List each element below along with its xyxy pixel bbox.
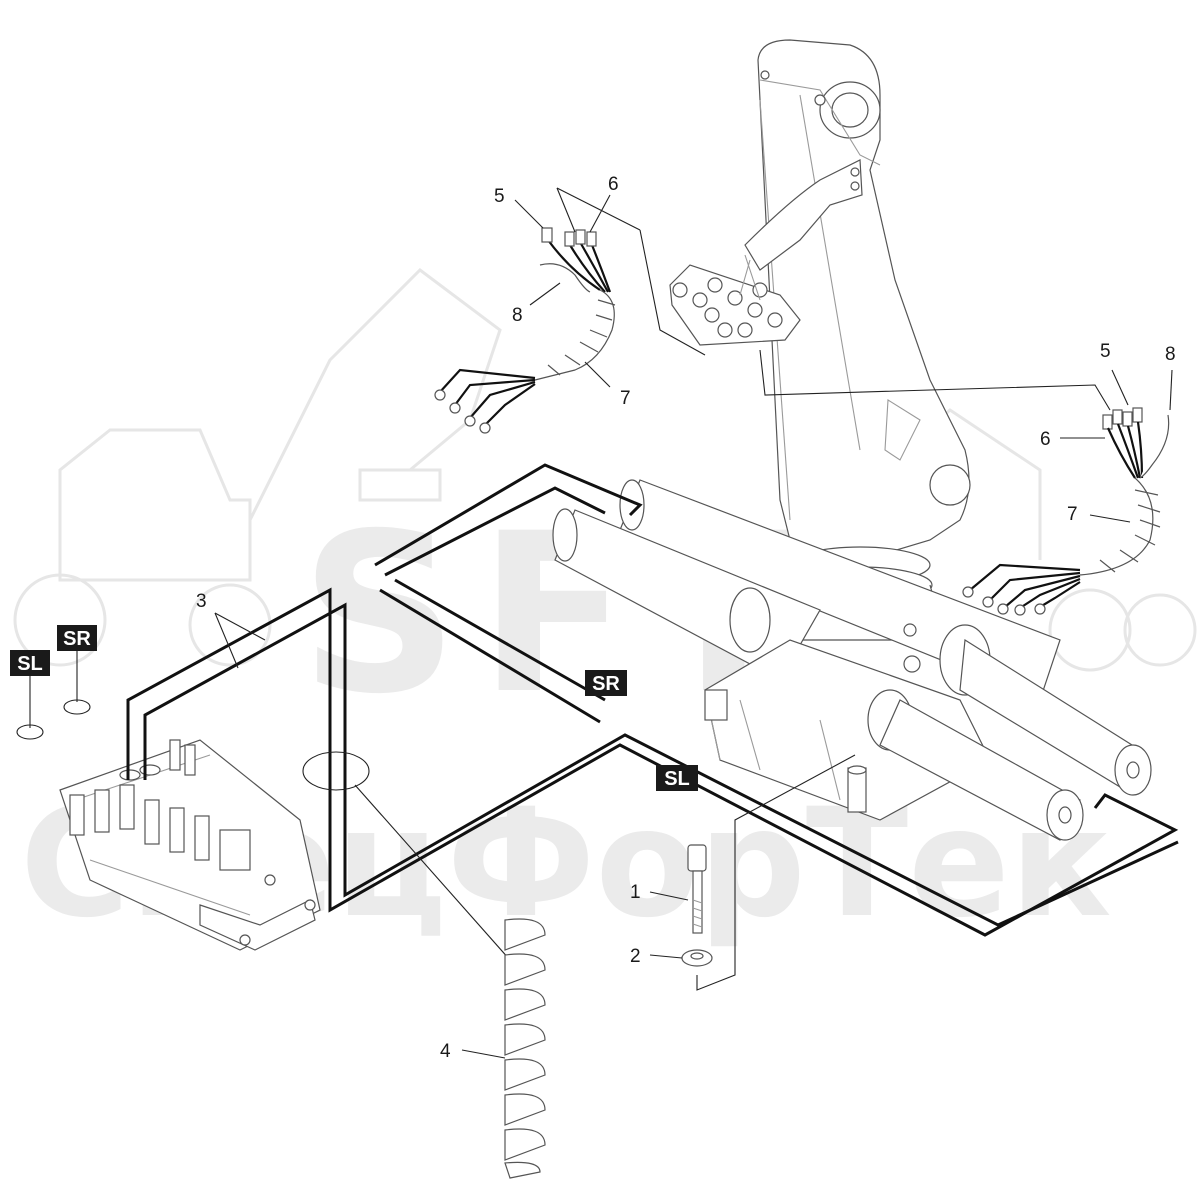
detail-leader xyxy=(354,784,511,961)
svg-text:SR: SR xyxy=(63,628,91,650)
hose-sl-route xyxy=(143,602,1179,927)
callout-numbers: 1 2 3 4 5 6 8 7 5 8 6 7 xyxy=(196,174,1176,1062)
hose-upper-route-b xyxy=(384,486,606,577)
svg-text:SL: SL xyxy=(664,768,690,790)
sl-reference-marker xyxy=(16,724,44,740)
callout-7-right: 7 xyxy=(1067,504,1078,525)
callout-5-right: 5 xyxy=(1100,341,1111,362)
bolt-and-washer xyxy=(681,844,713,967)
tag-sl-left: SL xyxy=(10,650,50,676)
sr-reference-marker xyxy=(63,699,91,715)
hose-routings xyxy=(126,463,1179,937)
detail-ellipse xyxy=(302,751,370,791)
leader-lines xyxy=(29,187,1173,1059)
tag-sl-mid: SL xyxy=(656,765,698,791)
hose-sr-route xyxy=(126,587,1179,937)
hose-assembly-right xyxy=(962,407,1170,616)
tag-sr-left: SR xyxy=(57,625,97,651)
crane-base xyxy=(552,479,1152,841)
hose-assembly-left xyxy=(434,227,616,434)
svg-text:SR: SR xyxy=(592,673,620,695)
spiral-protector xyxy=(504,918,546,1179)
hose-crossover-a xyxy=(379,588,601,724)
callout-4: 4 xyxy=(440,1041,451,1062)
hose-plate xyxy=(669,254,801,346)
callout-8-left: 8 xyxy=(512,305,523,326)
callout-5-left: 5 xyxy=(494,186,505,207)
callout-1: 1 xyxy=(630,882,641,903)
control-valve-block xyxy=(59,739,321,951)
callout-2: 2 xyxy=(630,946,641,967)
hose-upper-route-a xyxy=(374,463,643,567)
tag-sr-mid: SR xyxy=(585,670,627,696)
callout-8-right: 8 xyxy=(1165,344,1176,365)
callout-3: 3 xyxy=(196,591,207,612)
callout-7-left: 7 xyxy=(620,388,631,409)
callout-6-left: 6 xyxy=(608,174,619,195)
callout-6-right: 6 xyxy=(1040,429,1051,450)
svg-text:SL: SL xyxy=(17,653,43,675)
hose-crossover-b xyxy=(394,578,606,702)
watermark-machinery-outline xyxy=(13,268,1197,672)
